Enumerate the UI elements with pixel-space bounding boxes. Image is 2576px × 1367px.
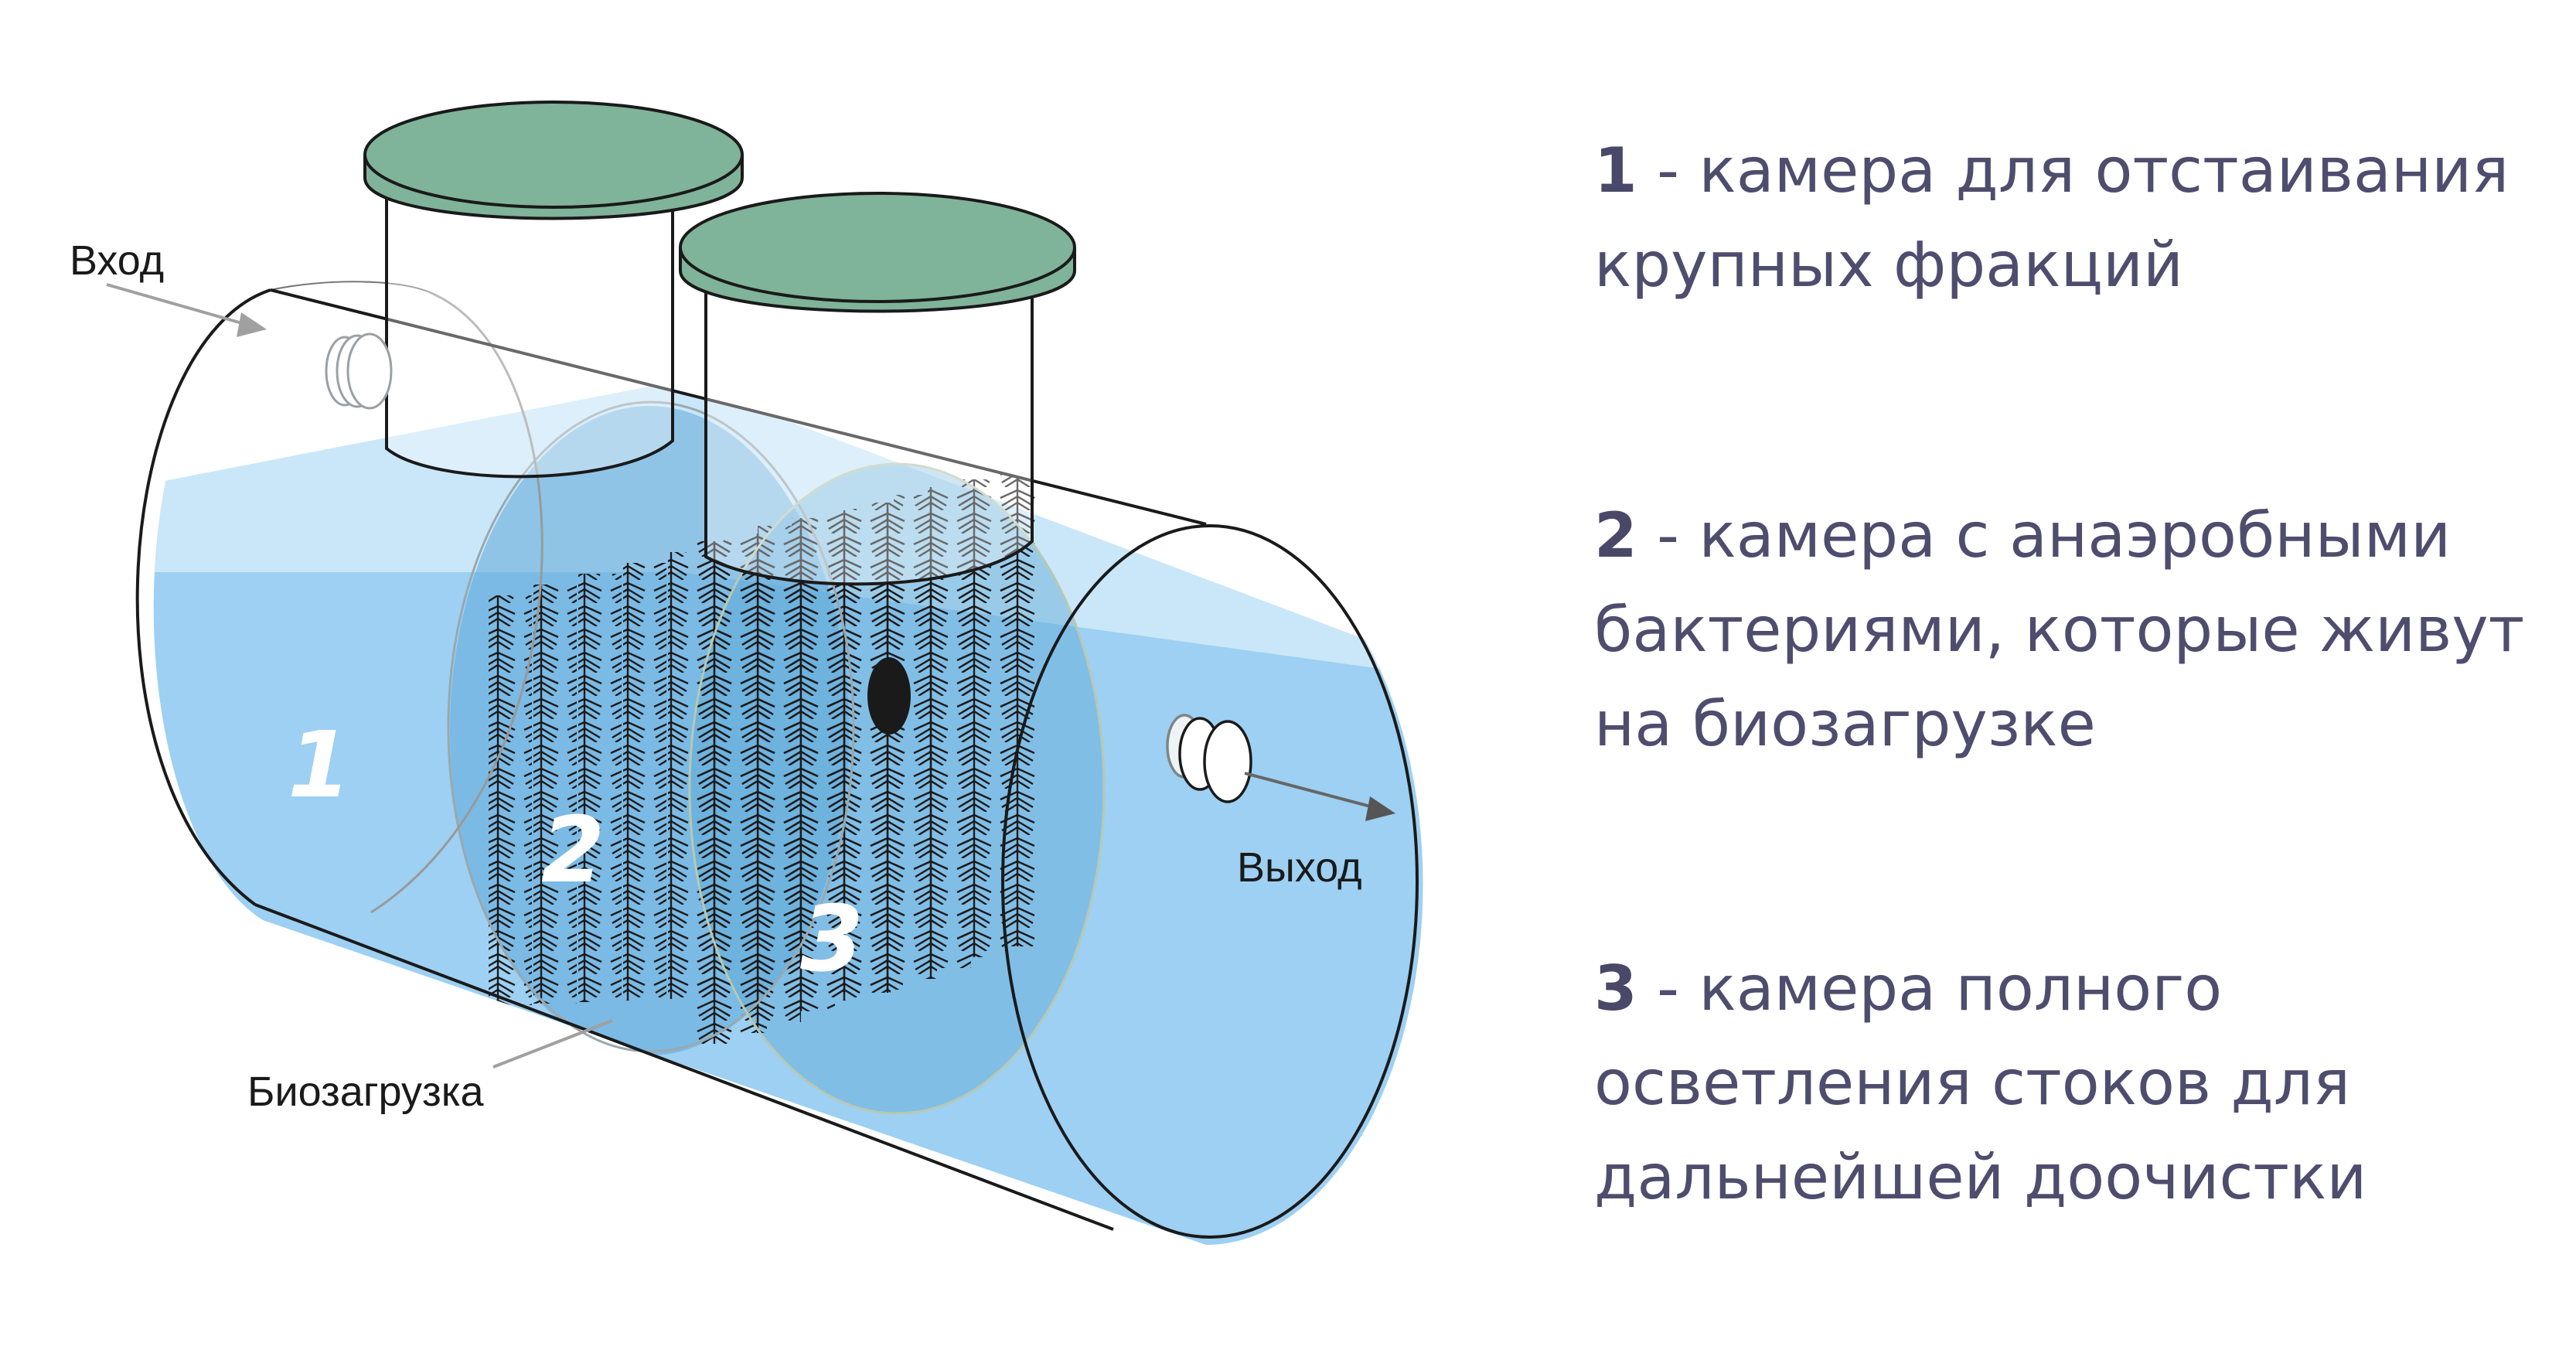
chamber-number-3: 3 <box>800 885 864 992</box>
bioload-brushes <box>489 472 1039 1044</box>
legend-number: 3 <box>1594 953 1637 1024</box>
chamber-number-1: 1 <box>288 711 351 818</box>
legend-dash: - <box>1637 953 1699 1024</box>
legend-number: 2 <box>1594 499 1637 571</box>
bioload-leader <box>492 1019 613 1069</box>
legend-item-3: 3 - камера полного осветления стоков для… <box>1594 942 2553 1225</box>
legend-dash: - <box>1637 135 1699 206</box>
outlet-arrow <box>1244 772 1395 821</box>
bioload-strand <box>578 574 622 1002</box>
legend-dash: - <box>1637 499 1699 571</box>
chamber-hole <box>867 657 911 735</box>
pipe-inlet-icon <box>325 332 393 410</box>
manhole-2 <box>679 192 1076 586</box>
inlet-label: Вход <box>70 237 164 284</box>
legend-description: камера с анаэробными бактериями, которые… <box>1594 499 2525 760</box>
bioload-strand <box>533 585 577 1004</box>
partition-1 <box>447 401 855 1053</box>
bioload-strand <box>489 595 532 1005</box>
tank-body <box>135 281 1419 1239</box>
outlet-label: Выход <box>1237 844 1362 891</box>
legend-item-1: 1 - камера для отстаивания крупных фракц… <box>1594 124 2553 312</box>
manhole-1 <box>363 101 744 479</box>
bioload-strand <box>623 563 666 1001</box>
legend-number: 1 <box>1594 135 1637 206</box>
partition-2 <box>688 462 1106 1115</box>
bioload-label: Биозагрузка <box>247 1069 485 1115</box>
inlet-arrow <box>106 283 267 337</box>
legend-description: камера для отстаивания крупных фракций <box>1594 135 2510 301</box>
legend-item-2: 2 - камера с анаэробными бактериями, кот… <box>1594 489 2553 772</box>
legend-description: камера полного осветления стоков для дал… <box>1594 953 2367 1213</box>
pipe-outlet-icon <box>1166 714 1252 803</box>
chamber-number-2: 2 <box>541 796 605 903</box>
